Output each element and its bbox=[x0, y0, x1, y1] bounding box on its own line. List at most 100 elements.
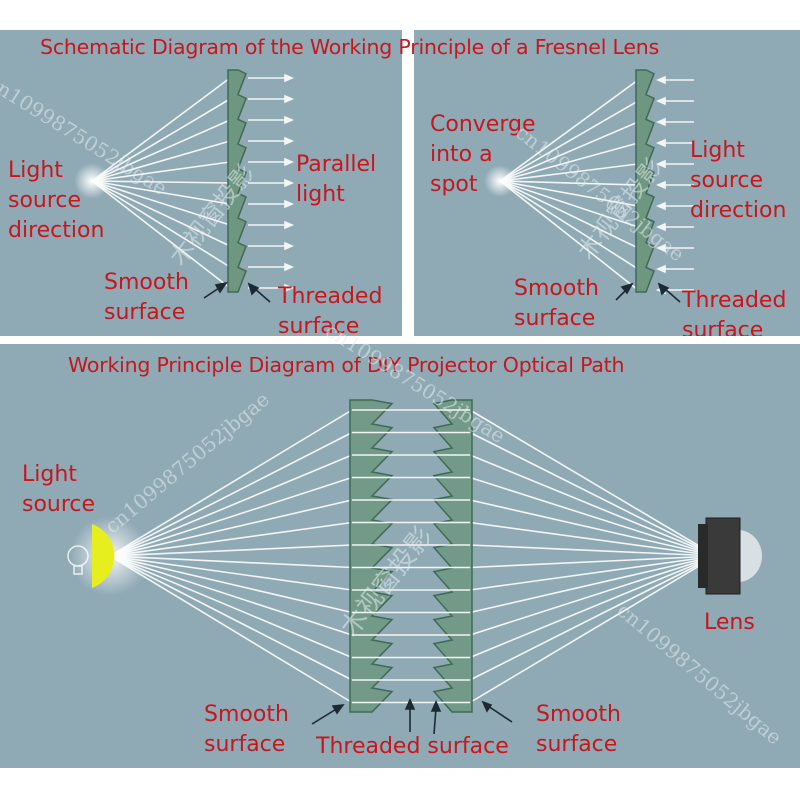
threaded-surface-label: Threaded surface bbox=[316, 734, 509, 759]
fresnel-lens-left bbox=[349, 399, 394, 713]
projector-diagram bbox=[67, 399, 762, 735]
projector-title: Working Principle Diagram of DIY Project… bbox=[68, 353, 625, 377]
light-ray bbox=[109, 555, 353, 569]
panel-parallel-light: Light source direction Parallel light Sm… bbox=[0, 30, 402, 336]
fresnel-lens bbox=[227, 69, 247, 293]
parallel-rays bbox=[248, 73, 295, 293]
ray-arrowhead bbox=[284, 199, 295, 209]
light-ray bbox=[91, 180, 231, 226]
ray-arrowhead bbox=[655, 75, 666, 85]
converging-ray bbox=[499, 79, 639, 182]
parallel-light-label: Parallel light bbox=[296, 152, 377, 207]
smooth-surface-left-label: Smooth surface bbox=[204, 702, 289, 757]
converging-ray bbox=[499, 180, 639, 228]
converging-rays bbox=[499, 79, 639, 291]
light-ray bbox=[109, 555, 353, 659]
light-rays bbox=[91, 77, 231, 289]
light-ray bbox=[91, 180, 231, 268]
light-ray bbox=[91, 180, 231, 205]
converge-diagram bbox=[484, 69, 694, 303]
converging-ray bbox=[499, 142, 639, 182]
light-ray bbox=[469, 454, 717, 557]
light-ray bbox=[469, 544, 717, 557]
ray-arrowhead bbox=[284, 220, 295, 230]
light-ray bbox=[469, 555, 717, 659]
light-ray bbox=[109, 544, 353, 557]
converging-ray bbox=[499, 180, 639, 249]
incoming-rays bbox=[655, 75, 694, 295]
ray-arrowhead bbox=[655, 222, 666, 232]
light-ray bbox=[469, 431, 717, 557]
focal-spot bbox=[484, 165, 516, 197]
light-ray bbox=[469, 555, 717, 681]
converge-label: Converge into a spot bbox=[430, 112, 536, 197]
ray-arrowhead bbox=[284, 241, 295, 251]
panel-converge: Converge into a spot Light source direct… bbox=[414, 30, 800, 336]
light-ray bbox=[91, 119, 231, 182]
ray-arrowhead bbox=[284, 94, 295, 104]
lamp-reflector bbox=[92, 524, 115, 588]
ray-arrowhead bbox=[655, 180, 666, 190]
light-ray bbox=[109, 555, 353, 681]
light-ray bbox=[109, 499, 353, 557]
light-ray bbox=[109, 521, 353, 557]
ray-arrowhead bbox=[284, 73, 295, 83]
light-ray bbox=[469, 555, 717, 569]
light-rays bbox=[109, 409, 717, 704]
ray-arrowhead bbox=[284, 283, 295, 293]
light-source-glow bbox=[74, 163, 110, 199]
converging-ray bbox=[499, 121, 639, 182]
light-ray bbox=[469, 555, 717, 704]
ray-arrowhead bbox=[655, 264, 666, 274]
ray-arrowhead bbox=[655, 201, 666, 211]
light-ray bbox=[109, 431, 353, 557]
ray-arrowhead bbox=[284, 178, 295, 188]
ray-arrowhead bbox=[655, 117, 666, 127]
parallel-light-diagram bbox=[74, 69, 295, 303]
smooth-surface-label: Smooth surface bbox=[104, 270, 189, 325]
lens-label: Lens bbox=[704, 610, 755, 635]
light-ray bbox=[109, 476, 353, 557]
light-ray bbox=[469, 521, 717, 557]
light-ray bbox=[91, 140, 231, 182]
projector-lens-icon bbox=[698, 517, 762, 595]
ray-arrowhead bbox=[655, 159, 666, 169]
converging-ray bbox=[499, 180, 639, 270]
smooth-surface-label: Smooth surface bbox=[514, 276, 599, 331]
light-ray bbox=[91, 77, 231, 182]
light-ray bbox=[91, 180, 231, 184]
converging-ray bbox=[499, 100, 639, 182]
light-ray bbox=[109, 555, 353, 704]
ray-arrowhead bbox=[284, 262, 295, 272]
main-title: Schematic Diagram of the Working Princip… bbox=[40, 35, 660, 59]
light-ray bbox=[109, 555, 353, 636]
light-ray bbox=[469, 476, 717, 557]
light-ray bbox=[469, 555, 717, 614]
converging-ray bbox=[499, 180, 639, 186]
pointer-arrows bbox=[615, 282, 681, 303]
light-ray bbox=[109, 555, 353, 614]
light-ray bbox=[109, 555, 353, 591]
converging-ray bbox=[499, 180, 639, 291]
pointer-arrows bbox=[311, 698, 513, 735]
light-ray bbox=[109, 454, 353, 557]
ray-arrowhead bbox=[284, 136, 295, 146]
light-ray bbox=[109, 409, 353, 557]
converging-ray bbox=[499, 180, 639, 207]
ray-arrowhead bbox=[655, 138, 666, 148]
light-ray bbox=[469, 409, 717, 557]
fresnel-lens-right bbox=[432, 399, 473, 713]
ray-arrowhead bbox=[284, 115, 295, 125]
ray-arrowhead bbox=[284, 157, 295, 167]
panel-projector-path: Working Principle Diagram of DIY Project… bbox=[0, 344, 800, 768]
fresnel-lens bbox=[635, 69, 655, 293]
light-ray bbox=[91, 180, 231, 247]
pointer-arrows bbox=[203, 281, 271, 303]
threaded-surface-label: Threaded surface bbox=[278, 284, 383, 336]
light-ray bbox=[469, 555, 717, 636]
converging-ray bbox=[499, 163, 639, 182]
light-ray bbox=[469, 499, 717, 557]
ray-arrowhead bbox=[655, 243, 666, 253]
light-ray bbox=[91, 161, 231, 182]
light-source-label: Light source bbox=[22, 462, 96, 517]
